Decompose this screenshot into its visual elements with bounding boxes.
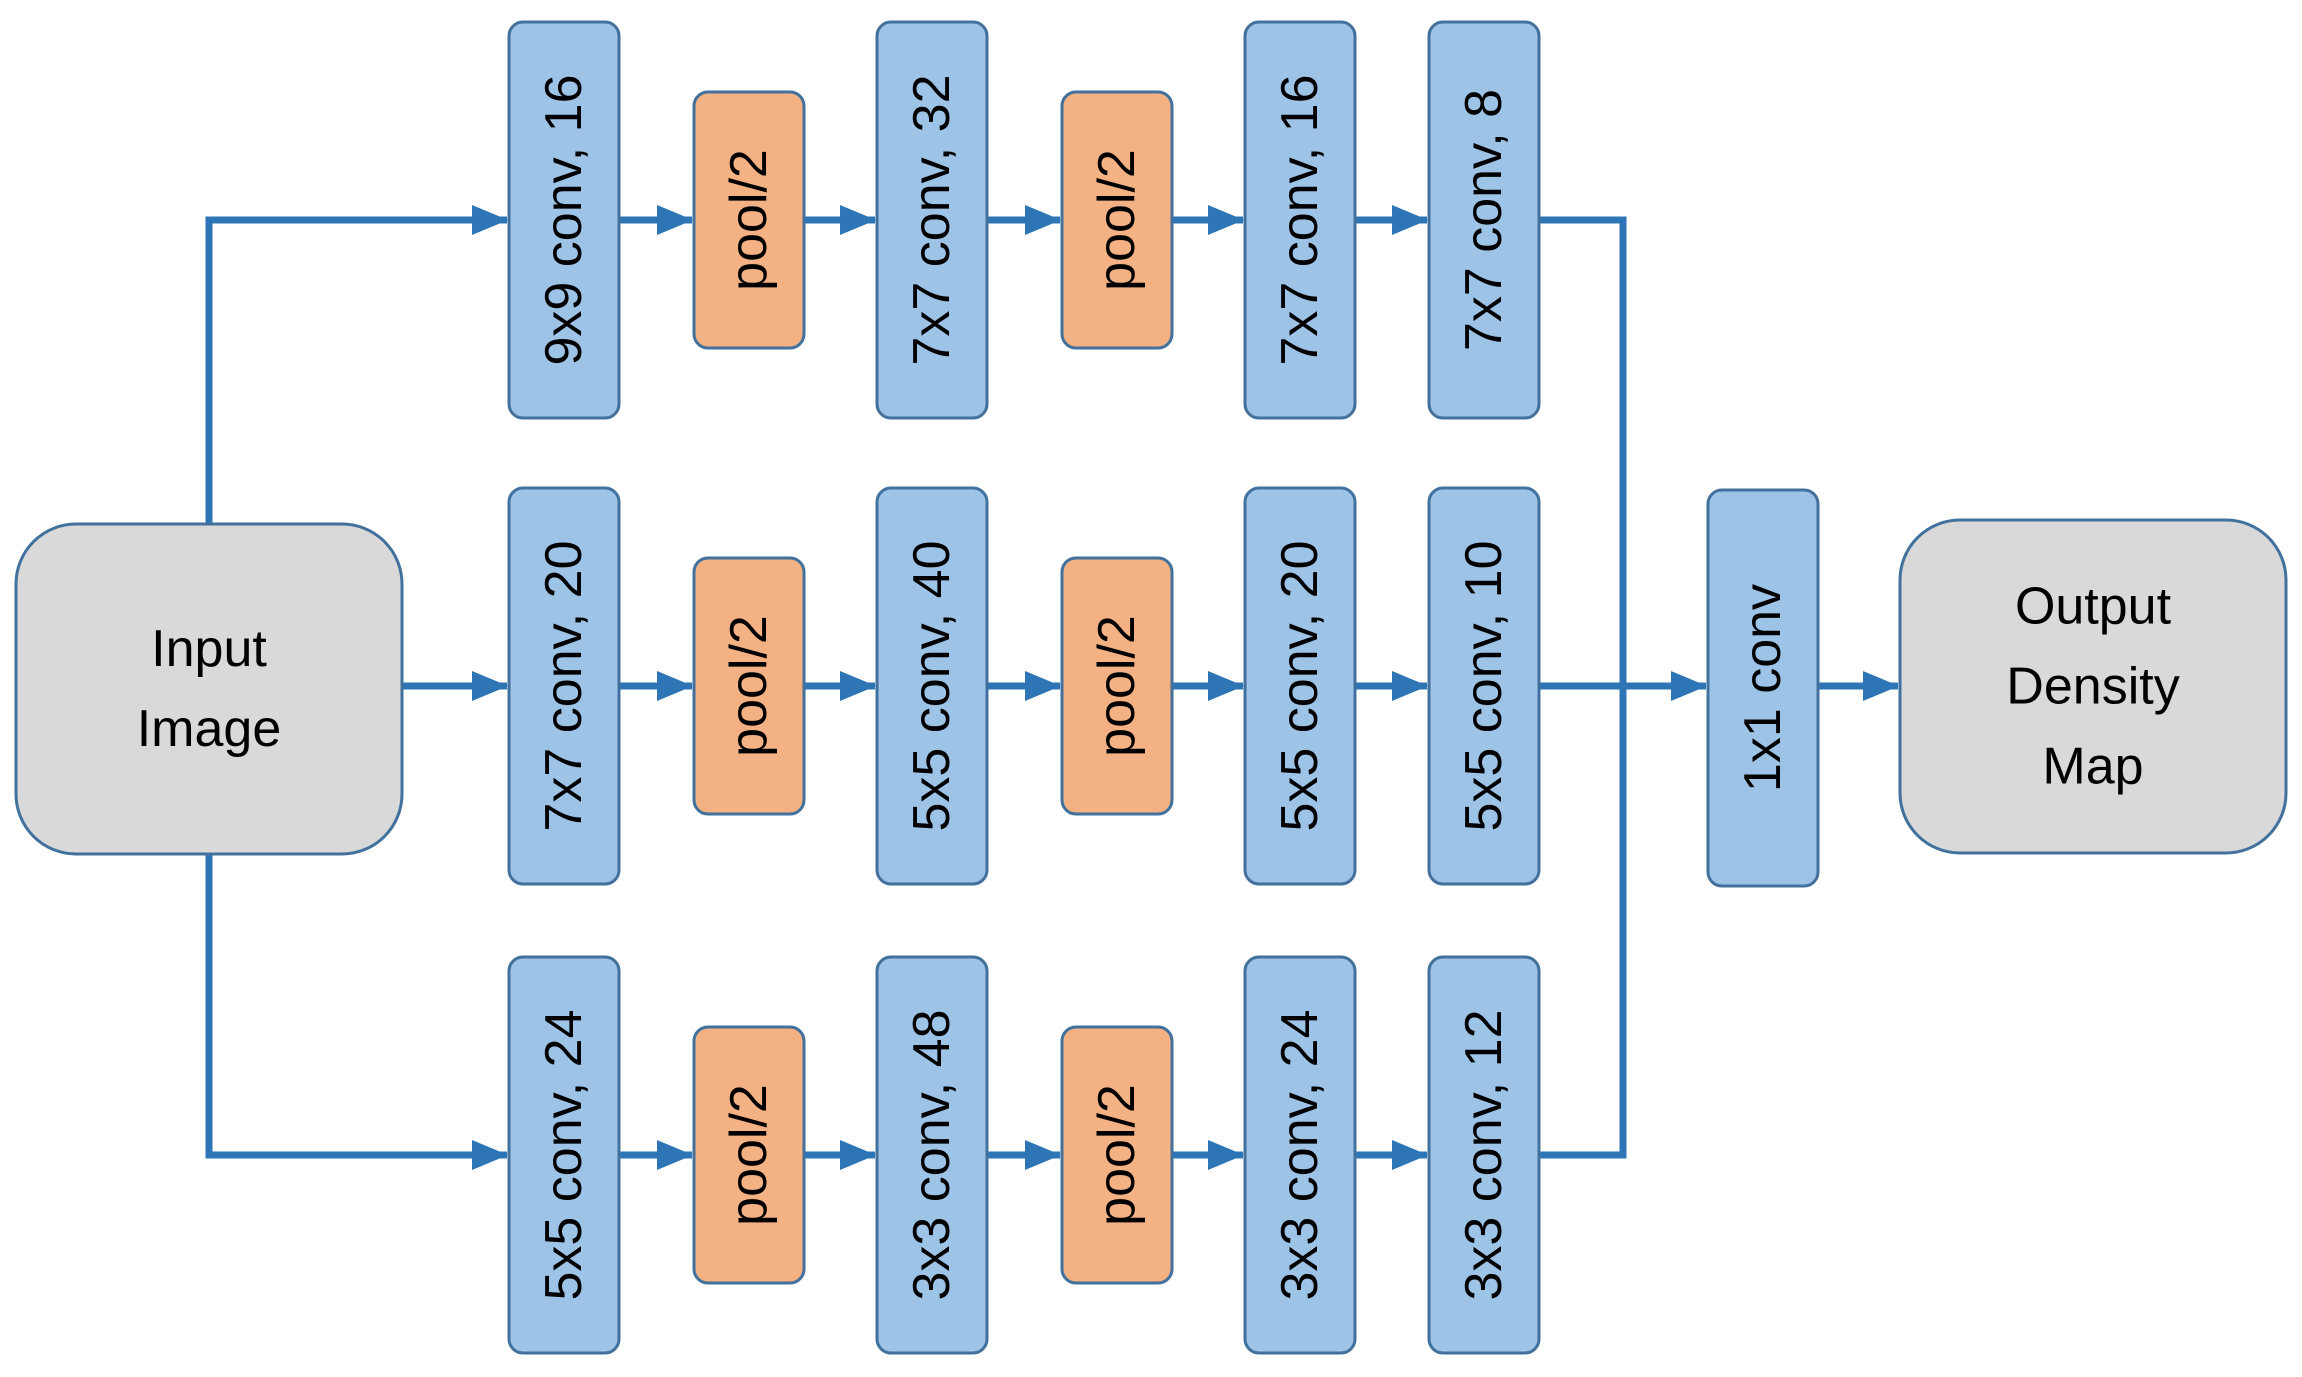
connectors — [205, 205, 1899, 1170]
branch-1-pool-label-2: pool/2 — [720, 149, 778, 291]
branch-2-conv-label-5: 5x5 conv, 20 — [1271, 540, 1329, 831]
branch-1-conv-label-6: 7x7 conv, 8 — [1455, 89, 1513, 351]
branch-1-conv-box-3 — [875, 20, 989, 420]
branch-3-conv-box-1 — [507, 955, 621, 1355]
fuse-conv-label: 1x1 conv — [1734, 584, 1792, 792]
branch-2-pool-box-4 — [1060, 556, 1174, 816]
branch-2-conv-box-3 — [875, 486, 989, 886]
branch-3-pool-label-2: pool/2 — [720, 1084, 778, 1226]
branch-3-conv-label-3: 3x3 conv, 48 — [903, 1009, 961, 1300]
branch-2-conv-label-6: 5x5 conv, 10 — [1455, 540, 1513, 831]
branch-1-conv-label-5: 7x7 conv, 16 — [1271, 74, 1329, 365]
input-image-label-line-2: Image — [137, 700, 282, 758]
branch-2-conv-box-6 — [1427, 486, 1541, 886]
branch-3-pool-box-2 — [692, 1025, 806, 1285]
branch-1-conv-box-6 — [1427, 20, 1541, 420]
branch-3-conv-box-6 — [1427, 955, 1541, 1355]
output-density-map-label-line-1: Output — [2015, 578, 2172, 636]
branch-3-pool-label-4: pool/2 — [1088, 1084, 1146, 1226]
fuse-conv-box — [1706, 488, 1820, 888]
branch-2-conv-box-5 — [1243, 486, 1357, 886]
output-density-map-box — [1898, 518, 2288, 855]
branch-3-conv-label-1: 5x5 conv, 24 — [535, 1009, 593, 1300]
branch-2-conv-label-3: 5x5 conv, 40 — [903, 540, 961, 831]
branch-1-pool-box-4 — [1060, 90, 1174, 350]
branch-2-pool-box-2 — [692, 556, 806, 816]
branch-1-conv-label-1: 9x9 conv, 16 — [535, 74, 593, 365]
branch-1-conv-box-1 — [507, 20, 621, 420]
branch-1-conv-box-5 — [1243, 20, 1357, 420]
branch-1-conv-label-3: 7x7 conv, 32 — [903, 74, 961, 365]
input-to-top-branch-arrow — [205, 205, 508, 524]
branch-3-conv-label-5: 3x3 conv, 24 — [1271, 1009, 1329, 1300]
branch-2-pool-label-4: pool/2 — [1088, 615, 1146, 757]
output-density-map-label-line-3: Map — [2042, 738, 2143, 796]
output-density-map-label-line-2: Density — [2006, 658, 2179, 716]
branch-3-conv-box-5 — [1243, 955, 1357, 1355]
input-image-box — [14, 522, 404, 856]
branch-3-conv-box-3 — [875, 955, 989, 1355]
branch-2-conv-label-1: 7x7 conv, 20 — [535, 540, 593, 831]
branch-2-pool-label-2: pool/2 — [720, 615, 778, 757]
input-image-label-line-1: Input — [151, 620, 267, 678]
branch-3-pool-box-4 — [1060, 1025, 1174, 1285]
input-to-bottom-branch-arrow — [205, 854, 508, 1170]
branch-1-pool-box-2 — [692, 90, 806, 350]
branch-3-conv-label-6: 3x3 conv, 12 — [1455, 1009, 1513, 1300]
branch-2-conv-box-1 — [507, 486, 621, 886]
branch-1-pool-label-4: pool/2 — [1088, 149, 1146, 291]
